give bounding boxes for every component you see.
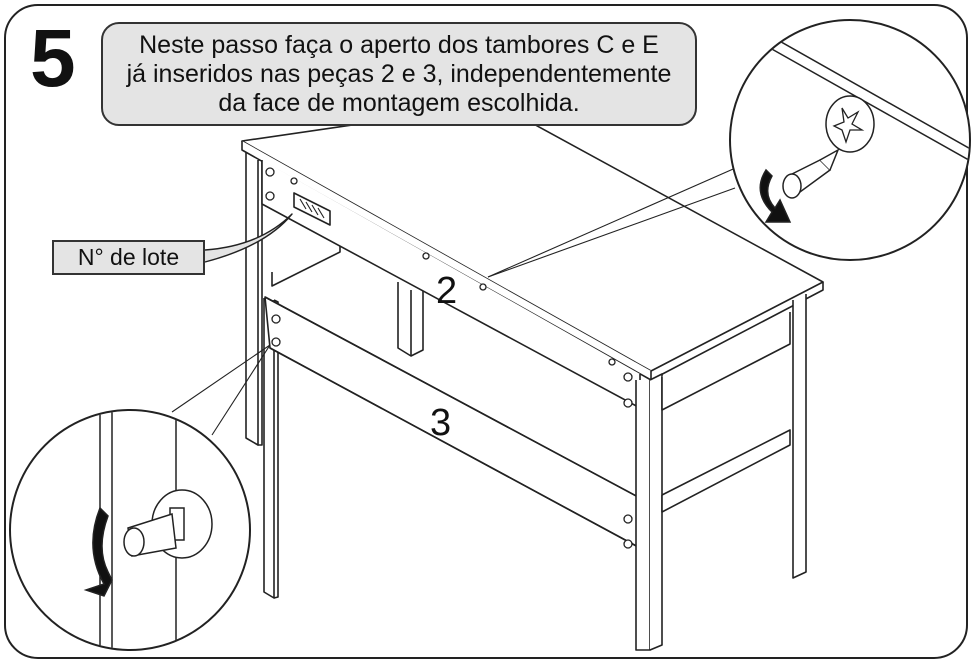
clockwise-arrow-icon [83,506,113,597]
instruction-line: já inseridos nas peças 2 e 3, independen… [126,59,672,88]
lot-number-text: N° de lote [77,244,180,270]
screwdriver-icon [782,148,840,199]
cam-lock-icon [123,489,213,559]
instruction-callout: Neste passo faça o aperto dos tambores C… [101,22,697,126]
right-side-rails [661,312,791,513]
lot-number-plate [293,192,331,226]
rail-part-3 [264,296,641,549]
screw-holes [265,167,633,549]
instruction-line: da face de montagem escolhida. [218,88,580,117]
middle-back-leg [397,282,424,357]
lot-number-label: N° de lote [52,240,205,275]
zoom-detail-bottom [9,409,251,651]
front-right-leg [635,373,663,651]
part-label-2: 2 [436,270,458,312]
instruction-text: Neste passo faça o aperto dos tambores C… [127,31,672,118]
step-number: 5 [30,13,76,104]
instruction-line: Neste passo faça o aperto dos tambores C… [139,30,659,59]
part-label-3: 3 [430,402,452,444]
back-left-leg [245,150,263,446]
back-right-leg [792,294,807,579]
zoom-detail-top [729,19,971,261]
front-left-leg [263,298,279,599]
clockwise-arrow-icon [759,168,792,223]
